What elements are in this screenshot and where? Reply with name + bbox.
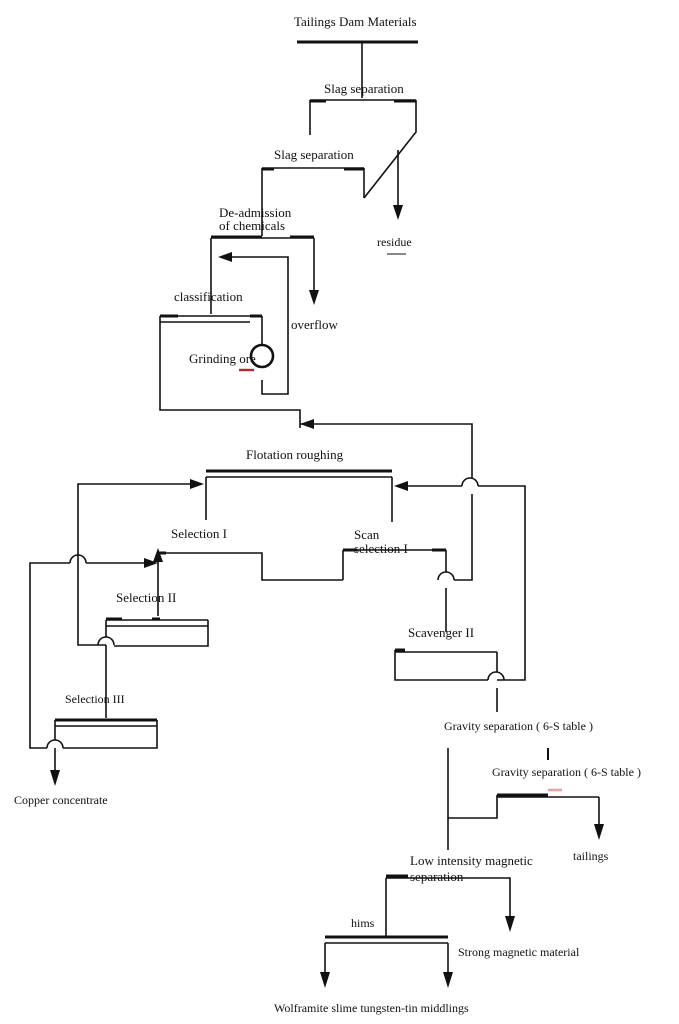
selection-1-bar (158, 552, 343, 581)
slag-sep-1-over-line (363, 100, 417, 199)
grinding-return-line (230, 256, 289, 395)
selection-1-arrowhead (153, 548, 163, 562)
selection-2-return-line (77, 483, 190, 646)
overflow-arrowhead (309, 290, 319, 305)
label-strong-magnetic: Strong magnetic material (458, 945, 580, 959)
grinding-mill-circle (249, 343, 275, 369)
selection-3-return-arrowhead (144, 558, 158, 568)
label-selection-2: Selection II (116, 590, 177, 605)
selection-3-side-line (63, 720, 158, 749)
label-gravity-1: Gravity separation ( 6-S table ) (444, 719, 593, 733)
label-flotation-roughing: Flotation roughing (246, 447, 344, 462)
tailings-arrowhead (594, 824, 604, 840)
classification-underflow-line (159, 316, 301, 428)
label-selection-3: Selection III (65, 692, 125, 706)
label-gravity-2: Gravity separation ( 6-S table ) (492, 765, 641, 779)
scan-1-to-flotation (454, 494, 473, 581)
label-overflow: overflow (291, 317, 338, 332)
scavenger-return-line (478, 485, 526, 681)
flotation-feed-hop-1 (461, 477, 479, 487)
label-lims-2: separation (410, 869, 464, 884)
scavenger-return-arrowhead (394, 481, 408, 491)
wolframite-arrowhead-right (443, 972, 453, 988)
label-scavenger-2: Scavenger II (408, 625, 475, 640)
selection-2-hop (97, 636, 115, 646)
scavenger-2-left-line (394, 650, 488, 681)
selection-3-return-hop (69, 554, 87, 564)
flotation-feed-merge (300, 423, 473, 478)
label-grinding: Grinding ore (189, 351, 256, 366)
strong-magnetic-arrowhead (505, 916, 515, 932)
label-tailings-dam: Tailings Dam Materials (294, 14, 417, 29)
label-tailings: tailings (573, 849, 609, 863)
flotation-feed-arrowhead (300, 419, 314, 429)
selection-2-side-line (114, 620, 209, 647)
label-deadmission-1: De-admission (219, 205, 292, 220)
label-slag-sep-2: Slag separation (274, 147, 354, 162)
label-lims-1: Low intensity magnetic (410, 853, 533, 868)
wolframite-arrowhead-left (320, 972, 330, 988)
label-residue: residue (377, 235, 412, 249)
grinding-return-arrowhead (218, 252, 232, 262)
selection-3-return-line (29, 562, 70, 749)
label-hims: hims (351, 916, 375, 930)
label-selection-1: Selection I (171, 526, 227, 541)
label-wolframite: Wolframite slime tungsten-tin middlings (274, 1001, 469, 1015)
copper-concentrate-arrowhead (50, 770, 60, 786)
scavenger-2-hop (487, 671, 505, 681)
label-slag-sep-1: Slag separation (324, 81, 404, 96)
label-scan-1: Scan (354, 527, 380, 542)
scan-1-hop (437, 571, 455, 581)
residue-arrowhead (393, 205, 403, 220)
label-classification: classification (174, 289, 243, 304)
label-copper-concentrate: Copper concentrate (14, 793, 108, 807)
selection-2-return-arrowhead (190, 479, 204, 489)
lims-bar (386, 877, 511, 918)
selection-3-hop (46, 739, 64, 749)
gravity-1-down-line (447, 748, 498, 819)
label-scan-2: selection I (354, 541, 408, 556)
label-deadmission-2: of chemicals (219, 218, 286, 233)
